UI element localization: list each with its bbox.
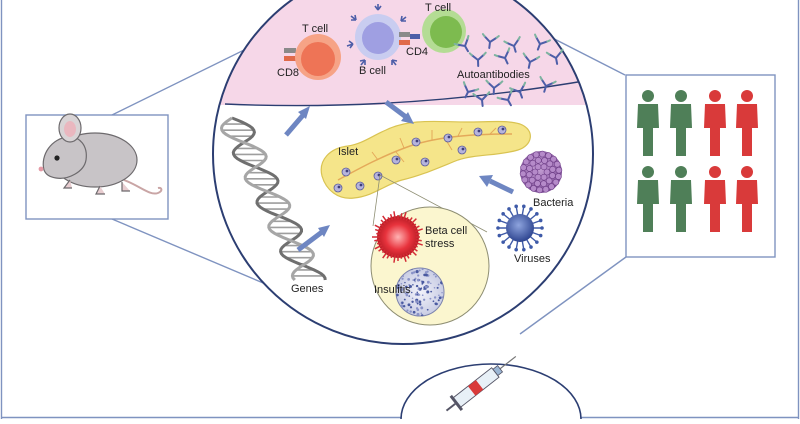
antibody-mark	[468, 51, 487, 67]
antibody-mark	[539, 75, 557, 93]
people-panel	[625, 74, 776, 258]
label-islet: Islet	[338, 146, 358, 158]
arrows	[284, 100, 515, 252]
syringe-icon	[445, 355, 517, 412]
antibody-mark	[545, 48, 564, 65]
people-icon	[637, 90, 758, 232]
person-figure	[704, 166, 726, 232]
islet-dot	[373, 171, 383, 181]
antibody-mark	[485, 79, 504, 95]
autoantibodies-icon	[453, 33, 564, 107]
label-genes: Genes	[291, 283, 324, 295]
person-figure	[637, 166, 659, 232]
mouse-icon	[38, 113, 163, 195]
b-cell	[346, 4, 410, 66]
islet-dot	[457, 145, 467, 155]
label-cd4: CD4	[406, 46, 428, 58]
label-beta-cell-stress-1: Beta cell	[425, 225, 467, 237]
insulitis-icon	[395, 267, 445, 317]
islet-dot	[411, 137, 421, 147]
mouse-panel	[25, 113, 169, 220]
beta-cell-stress-icon	[372, 211, 423, 263]
immune-zone	[213, 0, 593, 105]
islet-dot	[355, 181, 365, 191]
antibody-mark	[453, 34, 470, 53]
antibody-mark	[534, 33, 551, 51]
arrow-genes-to-immune	[284, 106, 310, 137]
antibody-mark	[496, 88, 513, 107]
syringe-panel	[400, 355, 582, 420]
label-insulitis: Insulitis	[374, 284, 411, 296]
cd4-t-cell	[410, 9, 466, 53]
islet-dot	[391, 155, 401, 165]
label-bacteria: Bacteria	[533, 197, 574, 209]
label-b-cell: B cell	[359, 65, 386, 77]
bacteria-icon	[519, 150, 563, 194]
person-figure	[704, 90, 726, 156]
islet-cluster	[333, 125, 507, 193]
person-figure	[736, 166, 758, 232]
person-figure	[670, 90, 692, 156]
antibody-mark	[503, 36, 521, 53]
antibody-mark	[481, 33, 500, 49]
label-t-cell-left: T cell	[302, 23, 328, 35]
arrow-immune-to-islet	[384, 100, 414, 124]
label-t-cell-right: T cell	[425, 2, 451, 14]
label-autoantibodies: Autoantibodies	[457, 69, 530, 81]
label-viruses: Viruses	[514, 253, 551, 265]
antibody-mark	[472, 91, 491, 107]
islet-dot	[443, 133, 453, 143]
islet-dot	[333, 183, 343, 193]
inset-magnifier	[370, 174, 490, 326]
antibody-mark	[522, 52, 541, 69]
label-beta-cell-stress-2: stress	[425, 238, 455, 250]
arrow-microbes-to-pancreas	[479, 175, 515, 195]
arrow-genes-to-pancreas	[296, 225, 330, 252]
cd8-t-cell	[284, 34, 341, 80]
person-figure	[637, 90, 659, 156]
islet-dot	[341, 167, 351, 177]
islet-dot	[473, 127, 483, 137]
label-cd8: CD8	[277, 67, 299, 79]
antibody-mark	[493, 47, 511, 65]
islet-dot	[497, 125, 507, 135]
pancreas-icon	[320, 120, 531, 199]
person-figure	[670, 166, 692, 232]
dna-helix-icon	[219, 116, 327, 282]
virus-icon	[496, 204, 544, 252]
antibody-mark	[462, 81, 480, 99]
antibody-mark	[509, 81, 527, 99]
islet-dot	[420, 157, 430, 167]
person-figure	[736, 90, 758, 156]
